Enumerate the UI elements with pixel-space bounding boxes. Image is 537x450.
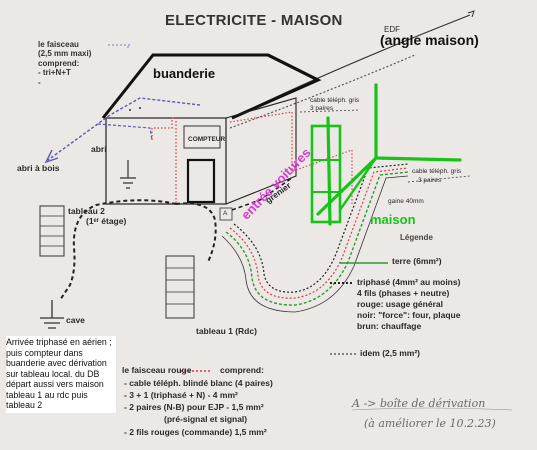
maison-green-outline (310, 83, 462, 226)
legend-item-triphase: triphasé (4mm² au moins) (357, 277, 461, 287)
cave-label: cave (66, 315, 85, 325)
legend-item-terre: terre (6mm²) (392, 256, 442, 266)
main-cable-green (225, 171, 409, 306)
house-dots (129, 107, 141, 111)
faisceau-top-line5: - (38, 77, 41, 87)
handwriting-line-1: A -> boîte de dérivation (352, 397, 486, 410)
house-roof-ridge (267, 53, 319, 82)
red-dotted-wiring-house (151, 117, 177, 204)
compteur-box (183, 125, 221, 149)
tableau-2-box (39, 205, 65, 257)
cable-teleph-1-sublabel: 3 paires (310, 105, 334, 112)
abri-a-bois-label: abri à bois (17, 163, 60, 173)
blue-dashed-to-abri (47, 97, 201, 161)
cave-ground-symbol (40, 300, 64, 329)
gaine-label: gaine 40mm (388, 198, 424, 205)
legend-title: Légende (400, 233, 433, 242)
faisceau-rouge-line-3: - 2 paires (N-B) pour EJP - 1,5 mm² (124, 402, 264, 412)
faisceau-rouge-title: le faisceau rouge (122, 365, 192, 375)
faisceau-rouge-line-1: - cable téléph. blindé blanc (4 paires) (124, 378, 273, 388)
faisceau-top-line1: le faisceau (38, 40, 79, 49)
black-dashed-tableau2-loop (59, 199, 177, 301)
handwriting-line-2: (à améliorer le 10.2.23) (364, 417, 496, 430)
legend-item-brun: brun: chauffage (357, 321, 422, 331)
house-front-wall (105, 117, 227, 205)
angle-maison-label: (angle maison) (380, 32, 479, 48)
faisceau-top-line2: (2,5 mm maxi) (38, 49, 92, 59)
main-cable-outline (221, 175, 409, 313)
blue-dashed-faisceau (108, 44, 130, 48)
faisceau-top-line4: - tri+N+T (38, 68, 71, 78)
buanderie-label: buanderie (153, 66, 216, 81)
tableau-2-label: tableau 2 (68, 206, 105, 216)
legend-item-rouge: rouge: usage général (357, 299, 443, 309)
legend-item-noir: noir: "force": four, plaque (357, 310, 461, 320)
compteur-label: COMPTEUR (188, 136, 226, 143)
faisceau-rouge-line-4: (pré-signal et signal) (164, 414, 248, 424)
legend-item-idem: idem (2,5 mm²) (360, 348, 420, 358)
main-cable-black (233, 163, 409, 293)
faisceau-top-block: le faisceau (2,5 mm maxi) comprend: - tr… (38, 40, 91, 87)
edf-label: EDF (384, 25, 400, 34)
cable-teleph-2-label: cable téléph. gris (412, 168, 462, 175)
blue-arrow-head (44, 149, 59, 164)
tableau-1-box (165, 255, 195, 319)
cable-teleph-2-sublabel: 3 paires (418, 177, 442, 184)
diagram-title: ELECTRICITE - MAISON (165, 12, 343, 29)
blue-dashed-to-compteur (97, 123, 153, 141)
black-dashed-to-tableau1 (175, 202, 217, 263)
tableau-1-label: tableau 1 (Rdc) (196, 326, 257, 336)
maison-label: maison (370, 212, 416, 227)
edf-dotted-feed (229, 54, 416, 129)
abri-label: abri (91, 144, 107, 154)
faisceau-rouge-line-5: - 2 fils rouges (commande) 1,5 mm² (124, 427, 267, 437)
house-side-wall (225, 97, 297, 205)
handwriting-underline (351, 407, 513, 411)
ground-symbol (120, 160, 136, 189)
edf-line-marker (467, 10, 475, 18)
derivation-marker-a: A (223, 210, 228, 217)
derivation-box-a (219, 207, 233, 221)
black-dashed-grenier (231, 177, 293, 211)
buanderie-house (101, 53, 322, 205)
main-cable-red (229, 167, 409, 299)
cable-teleph-1-label: cable téléph. gris (310, 97, 360, 104)
house-door (186, 158, 216, 204)
faisceau-top-line3: comprend: (38, 58, 80, 68)
faisceau-rouge-comprend: comprend: (220, 365, 264, 375)
legend-item-4fils: 4 fils (phases + neutre) (357, 288, 450, 298)
faisceau-rouge-line-2: - 3 + 1 (triphasé + N) - 4 mm² (124, 390, 238, 400)
tableau-2-sublabel: (1ᵉʳ étage) (86, 216, 127, 226)
arrivee-note: Arrivée triphasé en aérien ; puis compte… (6, 336, 116, 413)
